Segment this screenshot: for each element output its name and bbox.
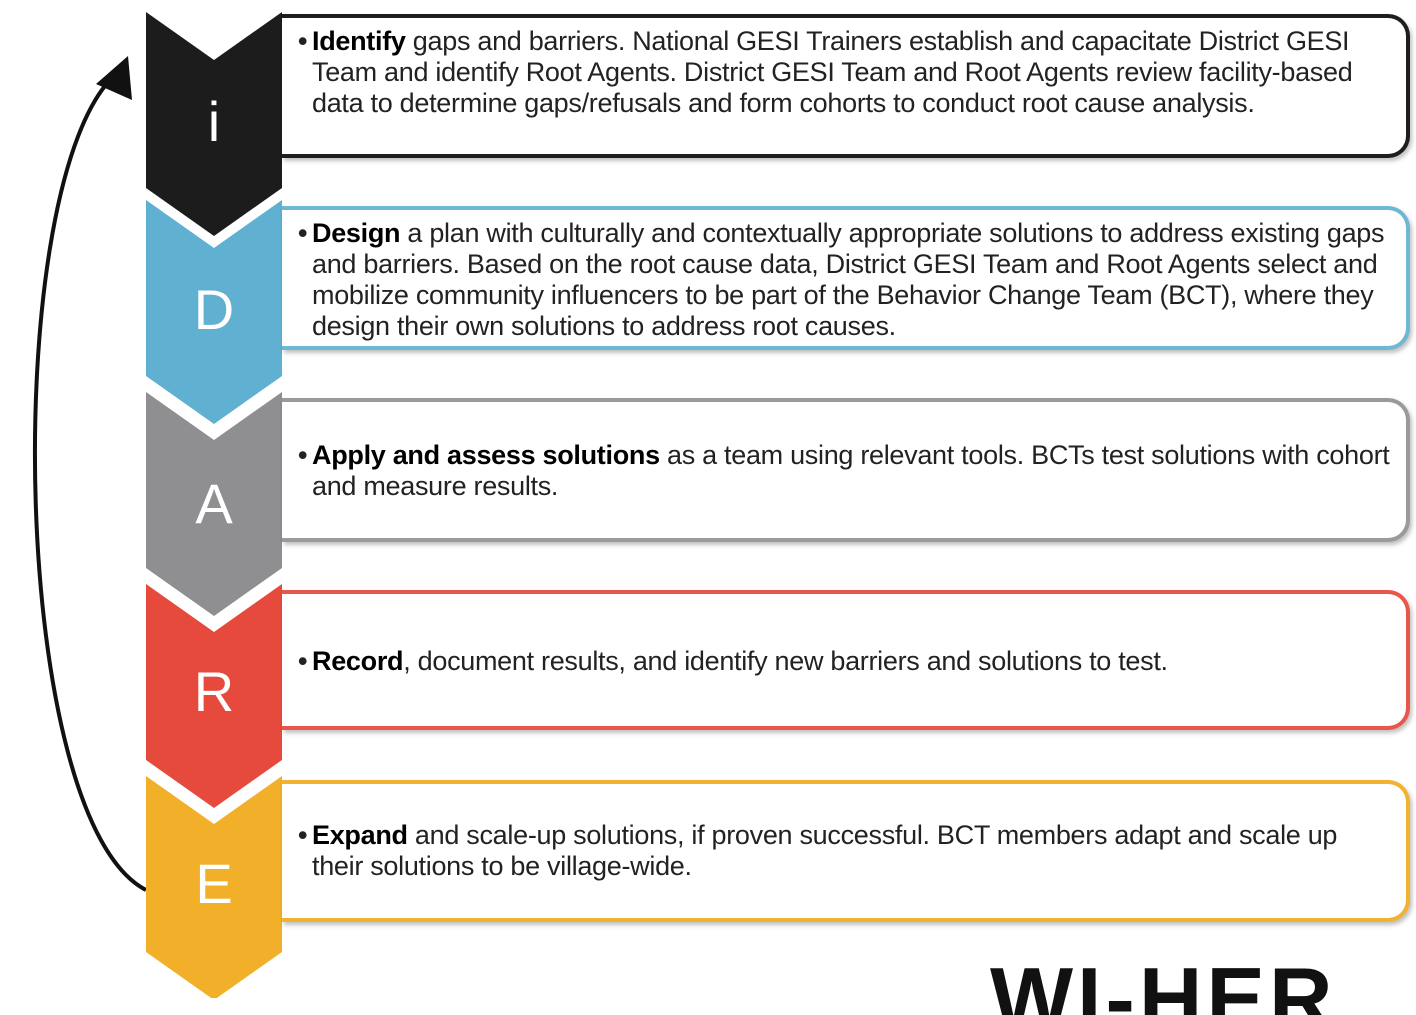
step-box-expand: • Expand and scale-up solutions, if prov… bbox=[282, 780, 1410, 922]
step-box-design: • Design a plan with culturally and cont… bbox=[282, 206, 1410, 350]
step-text-apply: • Apply and assess solutions as a team u… bbox=[298, 440, 1392, 502]
step-keyword: Expand bbox=[312, 820, 408, 850]
cycle-arrowhead-icon bbox=[96, 56, 132, 100]
step-description: gaps and barriers. National GESI Trainer… bbox=[312, 26, 1353, 118]
letter-expand: E bbox=[195, 852, 233, 915]
bullet: • bbox=[298, 26, 308, 56]
step-text-design: • Design a plan with culturally and cont… bbox=[298, 218, 1392, 342]
step-text-identify: • Identify gaps and barriers. National G… bbox=[298, 26, 1392, 119]
step-text-expand: • Expand and scale-up solutions, if prov… bbox=[298, 820, 1392, 882]
step-keyword: Record bbox=[312, 646, 404, 676]
step-description: as a team using relevant tools. BCTs tes… bbox=[312, 440, 1390, 501]
letter-identify: i bbox=[207, 90, 221, 153]
step-text-record: • Record, document results, and identify… bbox=[298, 646, 1392, 677]
step-box-apply: • Apply and assess solutions as a team u… bbox=[282, 398, 1410, 542]
step-keyword: Design bbox=[312, 218, 401, 248]
logo: WI-HER bbox=[990, 955, 1337, 1015]
letter-apply: A bbox=[195, 472, 233, 535]
letter-design: D bbox=[193, 278, 235, 341]
step-box-identify: • Identify gaps and barriers. National G… bbox=[282, 14, 1410, 158]
bullet: • bbox=[298, 646, 308, 676]
bullet: • bbox=[298, 218, 308, 248]
bullet: • bbox=[298, 820, 308, 850]
step-box-record: • Record, document results, and identify… bbox=[282, 590, 1410, 730]
step-description: , document results, and identify new bar… bbox=[403, 646, 1168, 676]
step-keyword: Identify bbox=[312, 26, 406, 56]
step-description: a plan with culturally and contextually … bbox=[312, 218, 1385, 341]
cycle-arrow-line bbox=[32, 78, 147, 892]
step-keyword: Apply and assess solutions bbox=[312, 440, 660, 470]
bullet: • bbox=[298, 440, 308, 470]
step-description: and scale-up solutions, if proven succes… bbox=[312, 820, 1338, 881]
letter-record: R bbox=[193, 660, 235, 723]
